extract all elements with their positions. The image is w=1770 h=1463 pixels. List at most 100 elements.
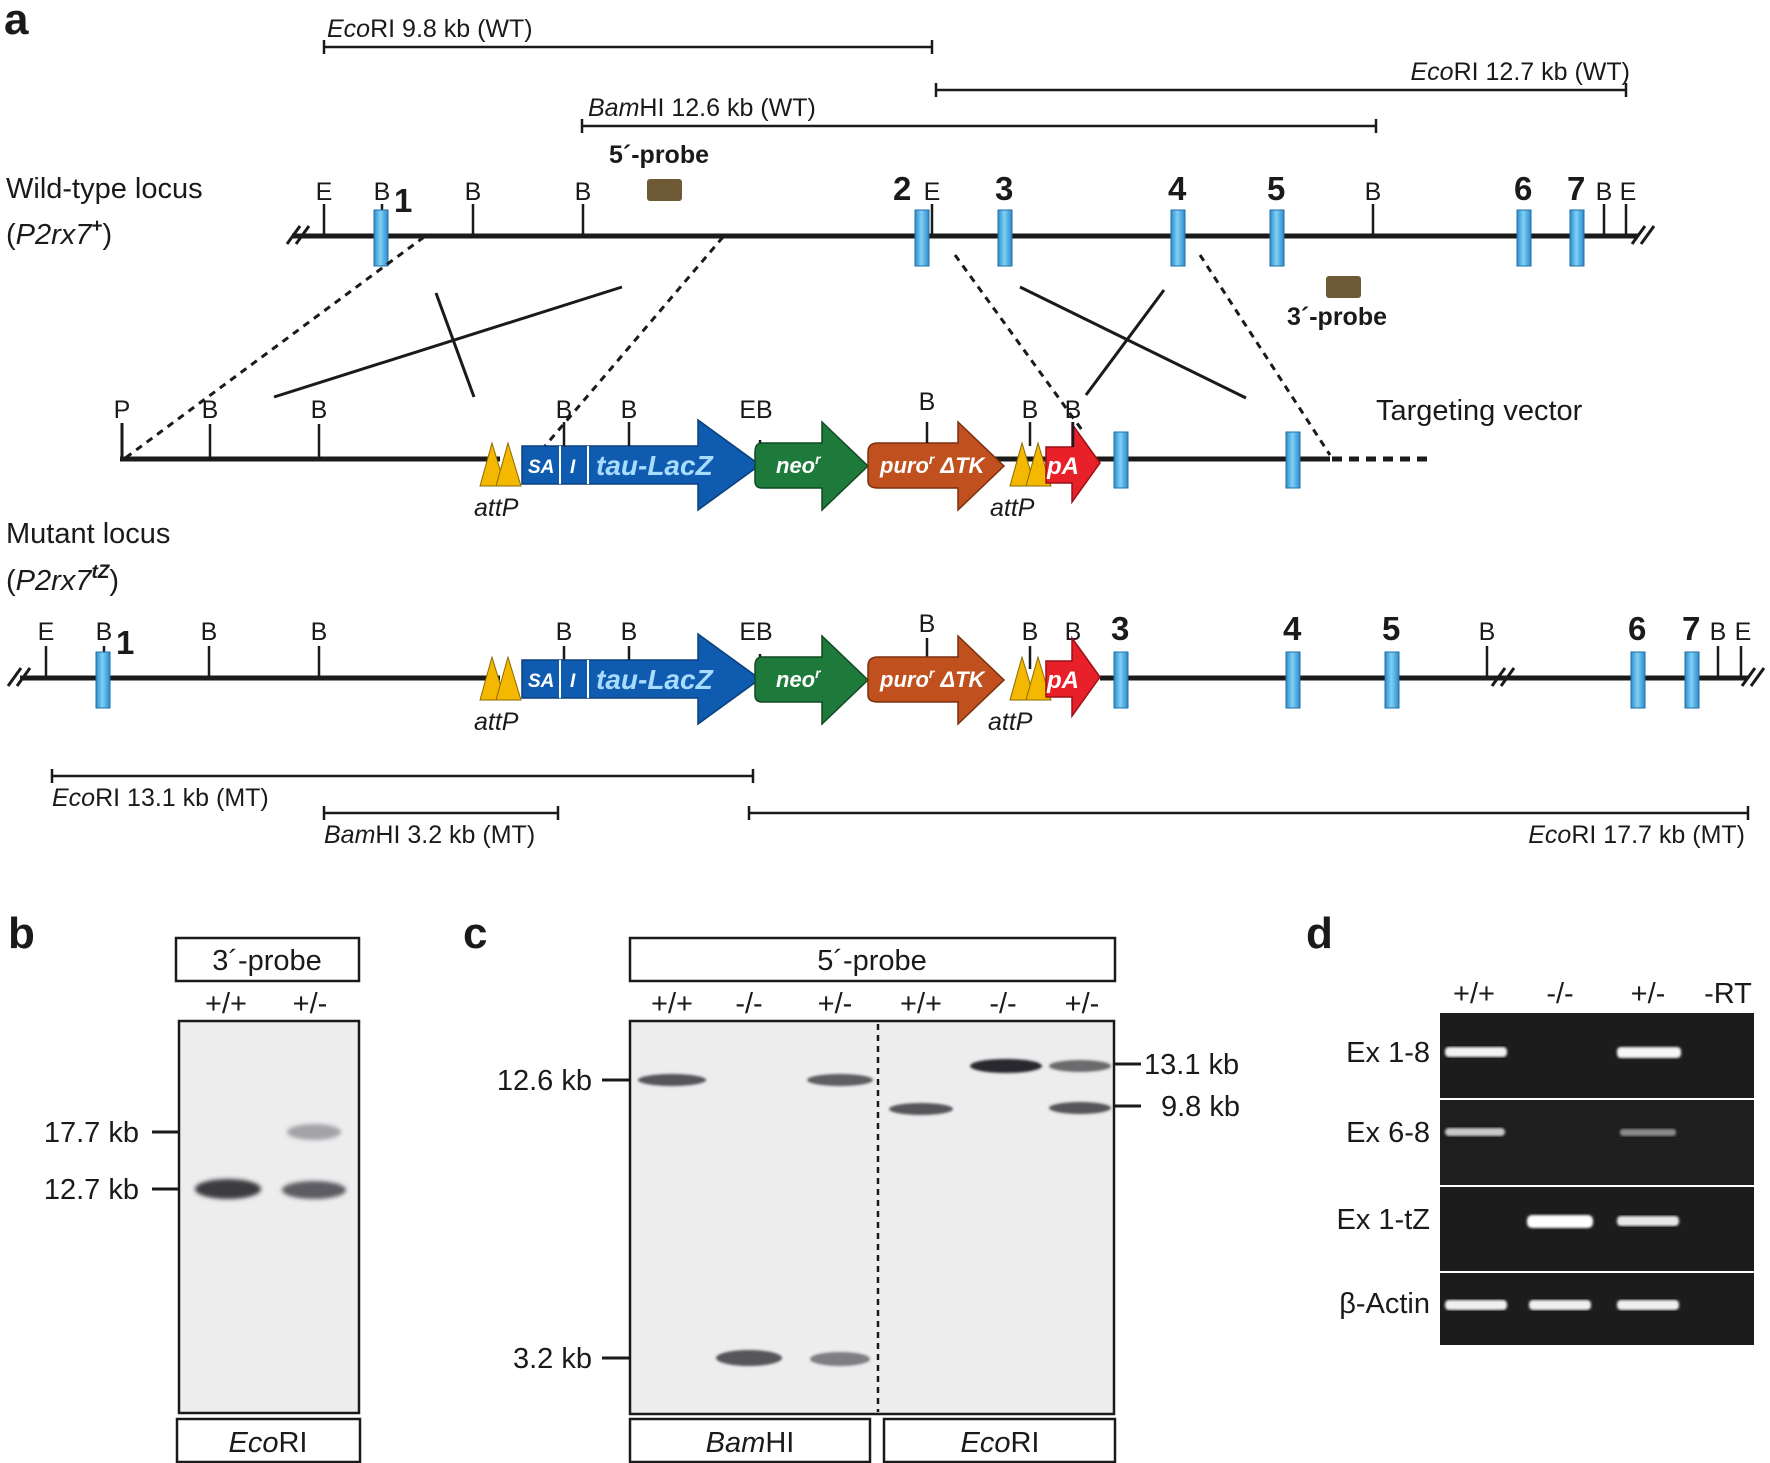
marker-label: 17.7 kb <box>44 1117 139 1149</box>
tau-lacz-arrow <box>521 418 762 512</box>
wt-fragment-bars: EcoRI 9.8 kb (WT) EcoRI 12.7 kb (WT) Bam… <box>322 15 1630 133</box>
homologous-recombination-lines <box>123 235 1332 461</box>
exon-7-label: 7 <box>1682 610 1700 647</box>
panel-a: a EcoRI 9.8 kb (WT) EcoRI 12.7 kb (WT) B… <box>4 0 1766 849</box>
fragment-bamhi-12.6-wt: BamHI 12.6 kb (WT) <box>588 94 816 122</box>
lane-label: +/+ <box>900 988 942 1020</box>
site-bamhi: B <box>1710 618 1727 646</box>
row-label: Ex 1-8 <box>1346 1037 1430 1069</box>
site-bamhi: B <box>311 618 328 646</box>
mutant-exons <box>95 651 1700 709</box>
probe-5-label: 5´-probe <box>609 141 709 169</box>
lane-label: -/- <box>735 988 762 1020</box>
probe-3-label: 3´-probe <box>1287 303 1387 331</box>
site-bamhi: B <box>575 178 592 206</box>
enzyme-label: BamHI <box>706 1427 795 1459</box>
site-bamhi: B <box>621 618 638 646</box>
fragment-ecori-13.1-mt: EcoRI 13.1 kb (MT) <box>52 784 269 812</box>
panel-c: c 5´-probe +/+ -/- +/- +/+ -/- +/- 12.6 … <box>463 909 1240 1463</box>
exon-1-label: 1 <box>394 182 412 219</box>
lane-label: +/- <box>1065 988 1100 1020</box>
attp-label-left: attP <box>474 708 519 736</box>
site-bamhi: B <box>556 396 573 424</box>
splice-acceptor-label: SA <box>528 457 554 478</box>
mutant-fragment-bars: EcoRI 13.1 kb (MT) BamHI 3.2 kb (MT) Eco… <box>50 769 1750 849</box>
probe-box <box>628 936 1117 983</box>
panel-d-letter: d <box>1306 909 1333 958</box>
wt-exon-numbers: 1 2 3 4 5 6 7 <box>394 170 1585 219</box>
enzyme-label: EcoRI <box>961 1427 1040 1459</box>
marker-label: 9.8 kb <box>1161 1091 1240 1123</box>
marker-label: 12.7 kb <box>44 1174 139 1206</box>
exon-3-label: 3 <box>995 170 1013 207</box>
gel-row-ex1-tz: Ex 1-tZ <box>1337 1187 1754 1271</box>
exon-2-label: 2 <box>893 170 911 207</box>
site-bamhi: B <box>201 618 218 646</box>
site-bamhi: B <box>919 388 936 416</box>
panel-b: b 3´-probe +/+ +/- 17.7 kb 12.7 kb EcoRI <box>8 909 362 1463</box>
site-plasmid: P <box>114 396 131 424</box>
exon-6-label: 6 <box>1514 170 1532 207</box>
lane-label: +/+ <box>1453 978 1495 1010</box>
neo-label: neor <box>776 451 822 478</box>
lane-label: -/- <box>989 988 1016 1020</box>
site-bamhi: B <box>1022 396 1039 424</box>
site-ecori: E <box>1620 178 1637 206</box>
site-ecori: E <box>1735 618 1752 646</box>
southern-blot-b <box>177 1019 361 1415</box>
marker-label: 12.6 kb <box>497 1065 592 1097</box>
panel-b-letter: b <box>8 909 35 958</box>
site-bamhi: B <box>1065 396 1082 424</box>
site-bamhi: B <box>1022 618 1039 646</box>
exon-5-label: 5 <box>1382 610 1400 647</box>
wt-locus-genotype: (P2rx7+) <box>6 216 112 251</box>
site-bamhi: B <box>556 618 573 646</box>
site-bamhi: B <box>919 610 936 638</box>
wt-exons <box>373 209 1585 267</box>
probe-box <box>174 936 361 983</box>
wt-locus-line <box>285 225 1656 245</box>
site-bamhi: B <box>374 178 391 206</box>
fragment-ecori-9.8-wt: EcoRI 9.8 kb (WT) <box>327 15 533 43</box>
tau-lacz-label: tau-LacZ <box>596 450 714 481</box>
lane-label: -/- <box>1546 978 1573 1010</box>
exon-4-label: 4 <box>1283 610 1302 647</box>
southern-blot-c <box>628 1019 1116 1416</box>
probe-label: 5´-probe <box>817 945 927 977</box>
probe-5-prime <box>647 179 682 201</box>
exon-3-label: 3 <box>1111 610 1129 647</box>
intron-label: I <box>570 671 576 692</box>
site-bamhi: B <box>311 396 328 424</box>
wt-restriction-sites <box>322 204 1628 236</box>
exon-7-label: 7 <box>1567 170 1585 207</box>
site-ecori: E <box>924 178 941 206</box>
pa-label: pA <box>1046 453 1079 480</box>
mutant-locus-title: Mutant locus <box>6 518 170 550</box>
marker-label: 3.2 kb <box>513 1343 592 1375</box>
site-ecori-bamhi: EB <box>739 396 772 424</box>
attp-label-left: attP <box>474 494 519 522</box>
panel-c-letter: c <box>463 909 487 958</box>
site-bamhi: B <box>1365 178 1382 206</box>
site-bamhi: B <box>202 396 219 424</box>
site-bamhi: B <box>96 618 113 646</box>
site-bamhi: B <box>1596 178 1613 206</box>
lane-label: -RT <box>1704 978 1752 1010</box>
site-bamhi: B <box>1479 618 1496 646</box>
targeting-vector-label: Targeting vector <box>1376 395 1583 427</box>
fragment-ecori-12.7-wt: EcoRI 12.7 kb (WT) <box>1410 58 1630 86</box>
probe-3-prime <box>1326 276 1361 298</box>
fragment-bamhi-3.2-mt: BamHI 3.2 kb (MT) <box>324 821 535 849</box>
neo-label: neor <box>776 665 822 692</box>
enzyme-box <box>882 1417 1117 1463</box>
lane-label: +/- <box>293 988 328 1020</box>
blot-c-bands <box>638 1059 1111 1366</box>
pa-label: pA <box>1046 667 1079 694</box>
attp-label-right: attP <box>990 494 1035 522</box>
panel-a-letter: a <box>4 0 29 44</box>
